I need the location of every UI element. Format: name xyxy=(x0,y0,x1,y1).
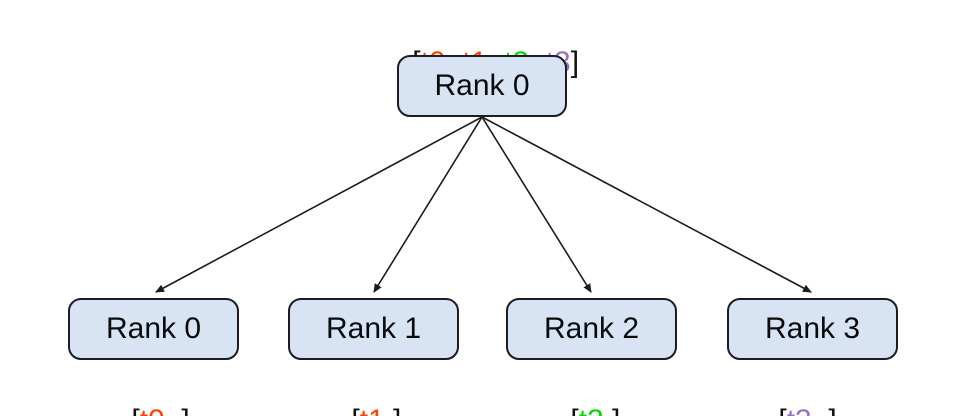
edge-root-to-rank2 xyxy=(481,116,592,293)
edge-root-to-rank1 xyxy=(373,116,483,293)
edge-root-to-rank0 xyxy=(155,116,483,293)
node-rank2: Rank 2 xyxy=(506,298,677,360)
bracket-close: ] xyxy=(570,46,580,79)
bracket-close: ,] xyxy=(604,404,621,416)
node-label: Rank 0 xyxy=(434,69,530,102)
node-label: Rank 1 xyxy=(325,312,422,345)
node-rank0: Rank 0 xyxy=(68,298,239,360)
tag-t2: t2 xyxy=(579,404,604,416)
tag-t3: t3 xyxy=(787,404,812,416)
tag-t0: t0 xyxy=(140,404,165,416)
tag-t1: t1 xyxy=(360,404,385,416)
node-rank1: Rank 1 xyxy=(288,298,459,360)
rank1-tags-label: [t1,] xyxy=(318,367,401,416)
node-rank3: Rank 3 xyxy=(727,298,898,360)
rank0-tags-label: [t0, ] xyxy=(98,367,190,416)
bracket-close: , ] xyxy=(812,404,837,416)
bracket-open: [ xyxy=(570,404,578,416)
rank3-tags-label: [t3, ] xyxy=(745,367,837,416)
node-label: Rank 3 xyxy=(764,312,861,345)
rank2-tags-label: [t2,] xyxy=(537,367,620,416)
bracket-close: ,] xyxy=(385,404,402,416)
bracket-open: [ xyxy=(351,404,359,416)
bracket-open: [ xyxy=(778,404,786,416)
node-label: Rank 0 xyxy=(105,312,202,345)
node-root-rank0: Rank 0 xyxy=(397,55,567,117)
bracket-close: , ] xyxy=(165,404,190,416)
node-label: Rank 2 xyxy=(543,312,640,345)
bracket-open: [ xyxy=(131,404,139,416)
edge-root-to-rank3 xyxy=(481,116,812,293)
